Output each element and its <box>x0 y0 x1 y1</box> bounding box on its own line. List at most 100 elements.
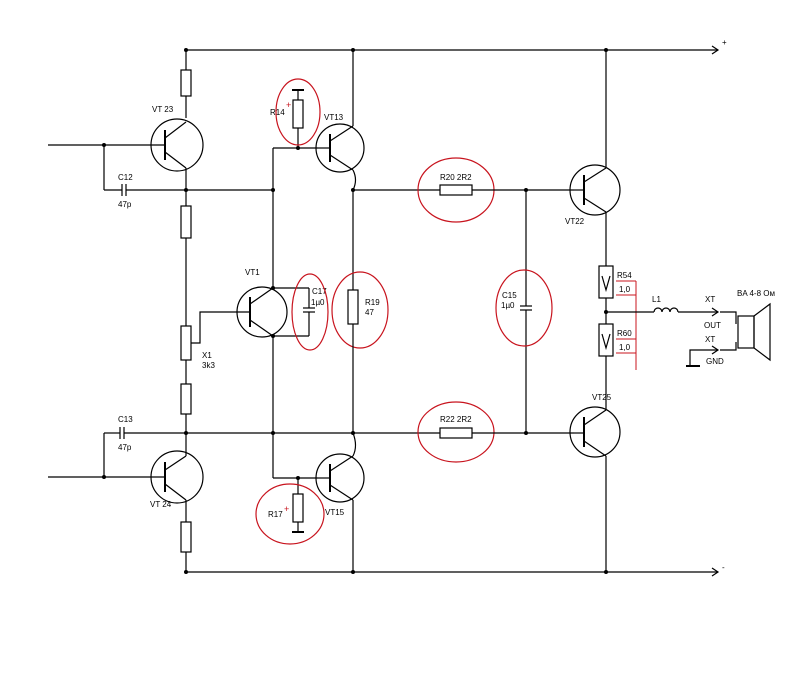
transistor-vt15-lead <box>329 484 354 501</box>
junction <box>524 431 528 435</box>
x1-label: X1 <box>202 351 212 360</box>
resistor-r20 <box>439 184 473 196</box>
resistor-upper-bias <box>180 205 192 239</box>
annotation-circle-c15 <box>495 269 553 347</box>
junction <box>271 188 275 192</box>
junction <box>102 143 106 147</box>
gnd-arrow <box>711 345 720 355</box>
c12-value: 47p <box>118 200 132 209</box>
xt-bottom-label: XT <box>705 335 715 344</box>
transistor-vt24 <box>150 450 204 504</box>
l1-label: L1 <box>652 295 661 304</box>
annotation-circle-r14 <box>275 78 321 146</box>
transistor-vt24-lead <box>164 455 187 471</box>
junction <box>184 48 188 52</box>
junction <box>271 286 275 290</box>
transistor-vt22-lead <box>583 167 607 183</box>
junction <box>604 48 608 52</box>
transistor-vt13-lead <box>329 154 354 171</box>
vt22-label: VT22 <box>565 217 585 226</box>
c17-label: C17 <box>312 287 327 296</box>
gnd-wire <box>689 349 718 366</box>
resistor-vt24-emitter <box>180 521 192 553</box>
resistor-r17 <box>292 493 304 523</box>
speaker-icon <box>737 315 755 349</box>
r60-label: R60 <box>617 329 632 338</box>
speaker-wire <box>720 342 737 351</box>
r22-label: R22 2R2 <box>440 415 472 424</box>
gnd-label: GND <box>706 357 724 366</box>
potentiometer-x1 <box>180 325 192 361</box>
r60-value: 1,0 <box>619 343 631 352</box>
vt15-label: VT15 <box>325 508 345 517</box>
junction <box>296 146 300 150</box>
transistor-vt22 <box>569 164 621 216</box>
junction <box>271 334 275 338</box>
vt13-label: VT13 <box>324 113 344 122</box>
inductor-l1 <box>653 307 679 313</box>
junction <box>351 570 355 574</box>
transistor-vt15-lead <box>329 455 354 472</box>
c15-label: C15 <box>502 291 517 300</box>
junction <box>184 570 188 574</box>
c17-value: 1µ0 <box>311 298 325 307</box>
junction <box>296 476 300 480</box>
r14-plus-mark: + <box>286 100 291 110</box>
r17-plus-mark: + <box>284 504 289 514</box>
vt25-label: VT25 <box>592 393 612 402</box>
annotation-circle-r19 <box>331 271 389 349</box>
vt24-label: VT 24 <box>150 500 172 509</box>
transistor-vt22-lead <box>583 197 607 213</box>
transistor-vt25-lead <box>583 440 607 457</box>
c12-label: C12 <box>118 173 133 182</box>
c13-label: C13 <box>118 415 133 424</box>
annotation-circle-c17 <box>291 273 329 351</box>
minus-label: - <box>722 563 725 572</box>
resistor-vt23-emitter <box>180 69 192 97</box>
negative-rail-arrow <box>711 567 720 577</box>
r19-label: R19 <box>365 298 380 307</box>
r54-label: R54 <box>617 271 632 280</box>
resistor-r14 <box>292 99 304 129</box>
resistor-lower-bias <box>180 383 192 415</box>
r20-label: R20 2R2 <box>440 173 472 182</box>
transistor-vt25 <box>569 406 621 458</box>
out-arrow <box>711 307 720 317</box>
junction <box>604 570 608 574</box>
speaker-cone <box>753 302 771 362</box>
xt-top-label: XT <box>705 295 715 304</box>
r54-symbol <box>601 275 611 293</box>
speaker-label: BA 4-8 Ом <box>737 289 775 298</box>
resistor-r22 <box>439 427 473 439</box>
r14-label: R14 <box>270 108 285 117</box>
resistor-r19 <box>347 289 359 325</box>
wire <box>352 169 357 191</box>
transistor-vt24-lead <box>164 483 187 501</box>
transistor-vt23-lead <box>164 121 187 139</box>
vt1-label: VT1 <box>245 268 260 277</box>
r19-value: 47 <box>365 308 374 317</box>
annotation-circle-r17 <box>255 483 325 545</box>
junction <box>271 431 275 435</box>
c15-value: 1µ0 <box>501 301 515 310</box>
speaker-wire <box>720 311 737 324</box>
out-label: OUT <box>704 321 721 330</box>
transistor-vt1-lead <box>249 287 274 305</box>
c13-value: 47p <box>118 443 132 452</box>
r17-label: R17 <box>268 510 283 519</box>
transistor-vt15 <box>315 453 365 503</box>
wire <box>352 432 357 457</box>
junction <box>351 48 355 52</box>
x1-value: 3k3 <box>202 361 215 370</box>
transistor-vt23-lead <box>164 151 187 169</box>
transistor-vt13-lead <box>329 125 354 142</box>
positive-rail-arrow <box>711 45 720 55</box>
transistor-vt1-lead <box>249 319 274 337</box>
r60-symbol <box>601 333 611 351</box>
resistor-r60 <box>598 323 614 357</box>
transistor-vt13 <box>315 123 365 173</box>
transistor-vt25-lead <box>583 409 607 426</box>
vt23-label: VT 23 <box>152 105 174 114</box>
r54-value: 1,0 <box>619 285 631 294</box>
